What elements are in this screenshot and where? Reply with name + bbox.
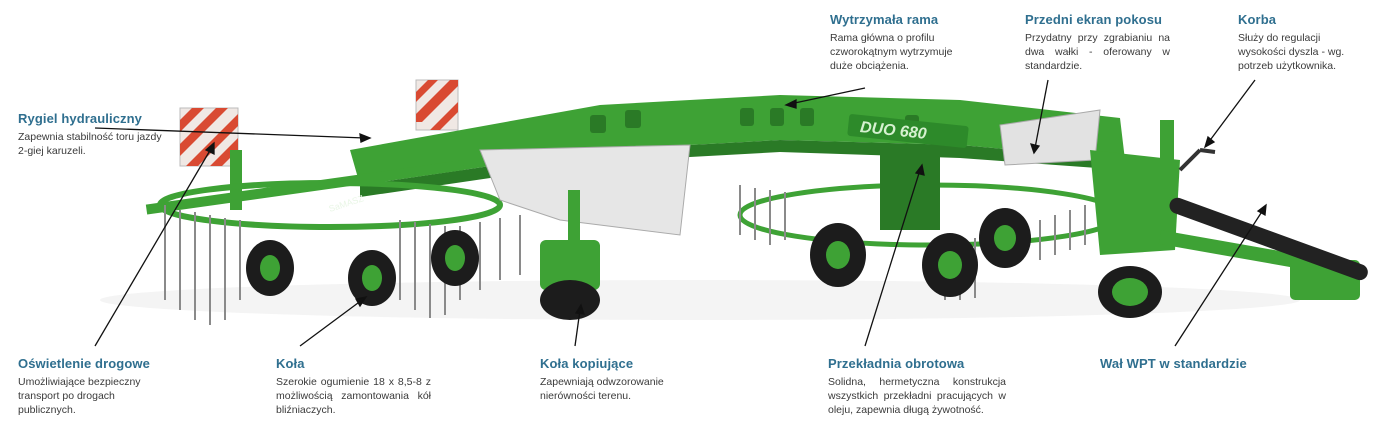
callout-front-screen: Przedni ekran pokosu Przydatny przy zgra…: [1025, 12, 1170, 73]
callout-road-lighting: Oświetlenie drogowe Umożliwiające bezpie…: [18, 356, 168, 417]
callout-title: Koła: [276, 356, 305, 371]
callout-text: Zapewnia stabilność toru jazdy 2-giej ka…: [18, 131, 162, 157]
callout-title: Wał WPT w standardzie: [1100, 356, 1247, 371]
callout-title: Przedni ekran pokosu: [1025, 12, 1163, 27]
callout-title: Wytrzymała rama: [830, 12, 939, 27]
pto-shaft: [1169, 197, 1368, 281]
callout-text: Szerokie ogumienie 18 x 8,5-8 z możliwoś…: [276, 376, 431, 416]
left-warning-sign: [179, 107, 239, 167]
copying-wheel: [540, 190, 600, 320]
callout-title: Rygiel hydrauliczny: [18, 111, 142, 126]
callout-crank: Korba Służy do regulacji wysokości dyszl…: [1238, 12, 1368, 73]
callout-frame: Wytrzymała rama Rama główna o profilu cz…: [830, 12, 955, 73]
callout-title: Oświetlenie drogowe: [18, 356, 150, 371]
callout-text: Zapewniają odwzorowanie nierówności tere…: [540, 376, 664, 402]
callout-text: Służy do regulacji wysokości dyszla - wg…: [1238, 32, 1345, 72]
callout-text: Rama główna o profilu czworokątnym wytrz…: [830, 32, 953, 72]
model-badge: DUO 680: [859, 119, 927, 143]
crank-handle: [1178, 148, 1216, 172]
leader-lines: [94, 79, 1267, 347]
callout-copying-wheels: Koła kopiujące Zapewniają odwzorowanie n…: [540, 356, 680, 403]
right-rotor: [737, 150, 1123, 300]
callout-title: Koła kopiujące: [540, 356, 634, 371]
left-rotor: SaMASZ: [145, 150, 521, 325]
callout-pto-shaft: Wał WPT w standardzie: [1100, 356, 1260, 375]
brand-label: SaMASZ: [328, 193, 366, 214]
callout-title: Przekładnia obrotowa: [828, 356, 965, 371]
callout-wheels: Koła Szerokie ogumienie 18 x 8,5-8 z moż…: [276, 356, 431, 417]
callout-gearbox: Przekładnia obrotowa Solidna, hermetyczn…: [828, 356, 1006, 417]
left-swath-screen: [479, 144, 691, 236]
center-warning-sign: [415, 79, 459, 131]
callout-text: Solidna, hermetyczna konstrukcja wszystk…: [828, 376, 1006, 416]
callout-hydraulic-lock: Rygiel hydrauliczny Zapewnia stabilność …: [18, 111, 163, 158]
callout-text: Umożliwiające bezpieczny transport po dr…: [18, 376, 141, 416]
callout-title: Korba: [1238, 12, 1277, 27]
callout-text: Przydatny przy zgrabianiu na dwa wałki -…: [1025, 32, 1170, 72]
